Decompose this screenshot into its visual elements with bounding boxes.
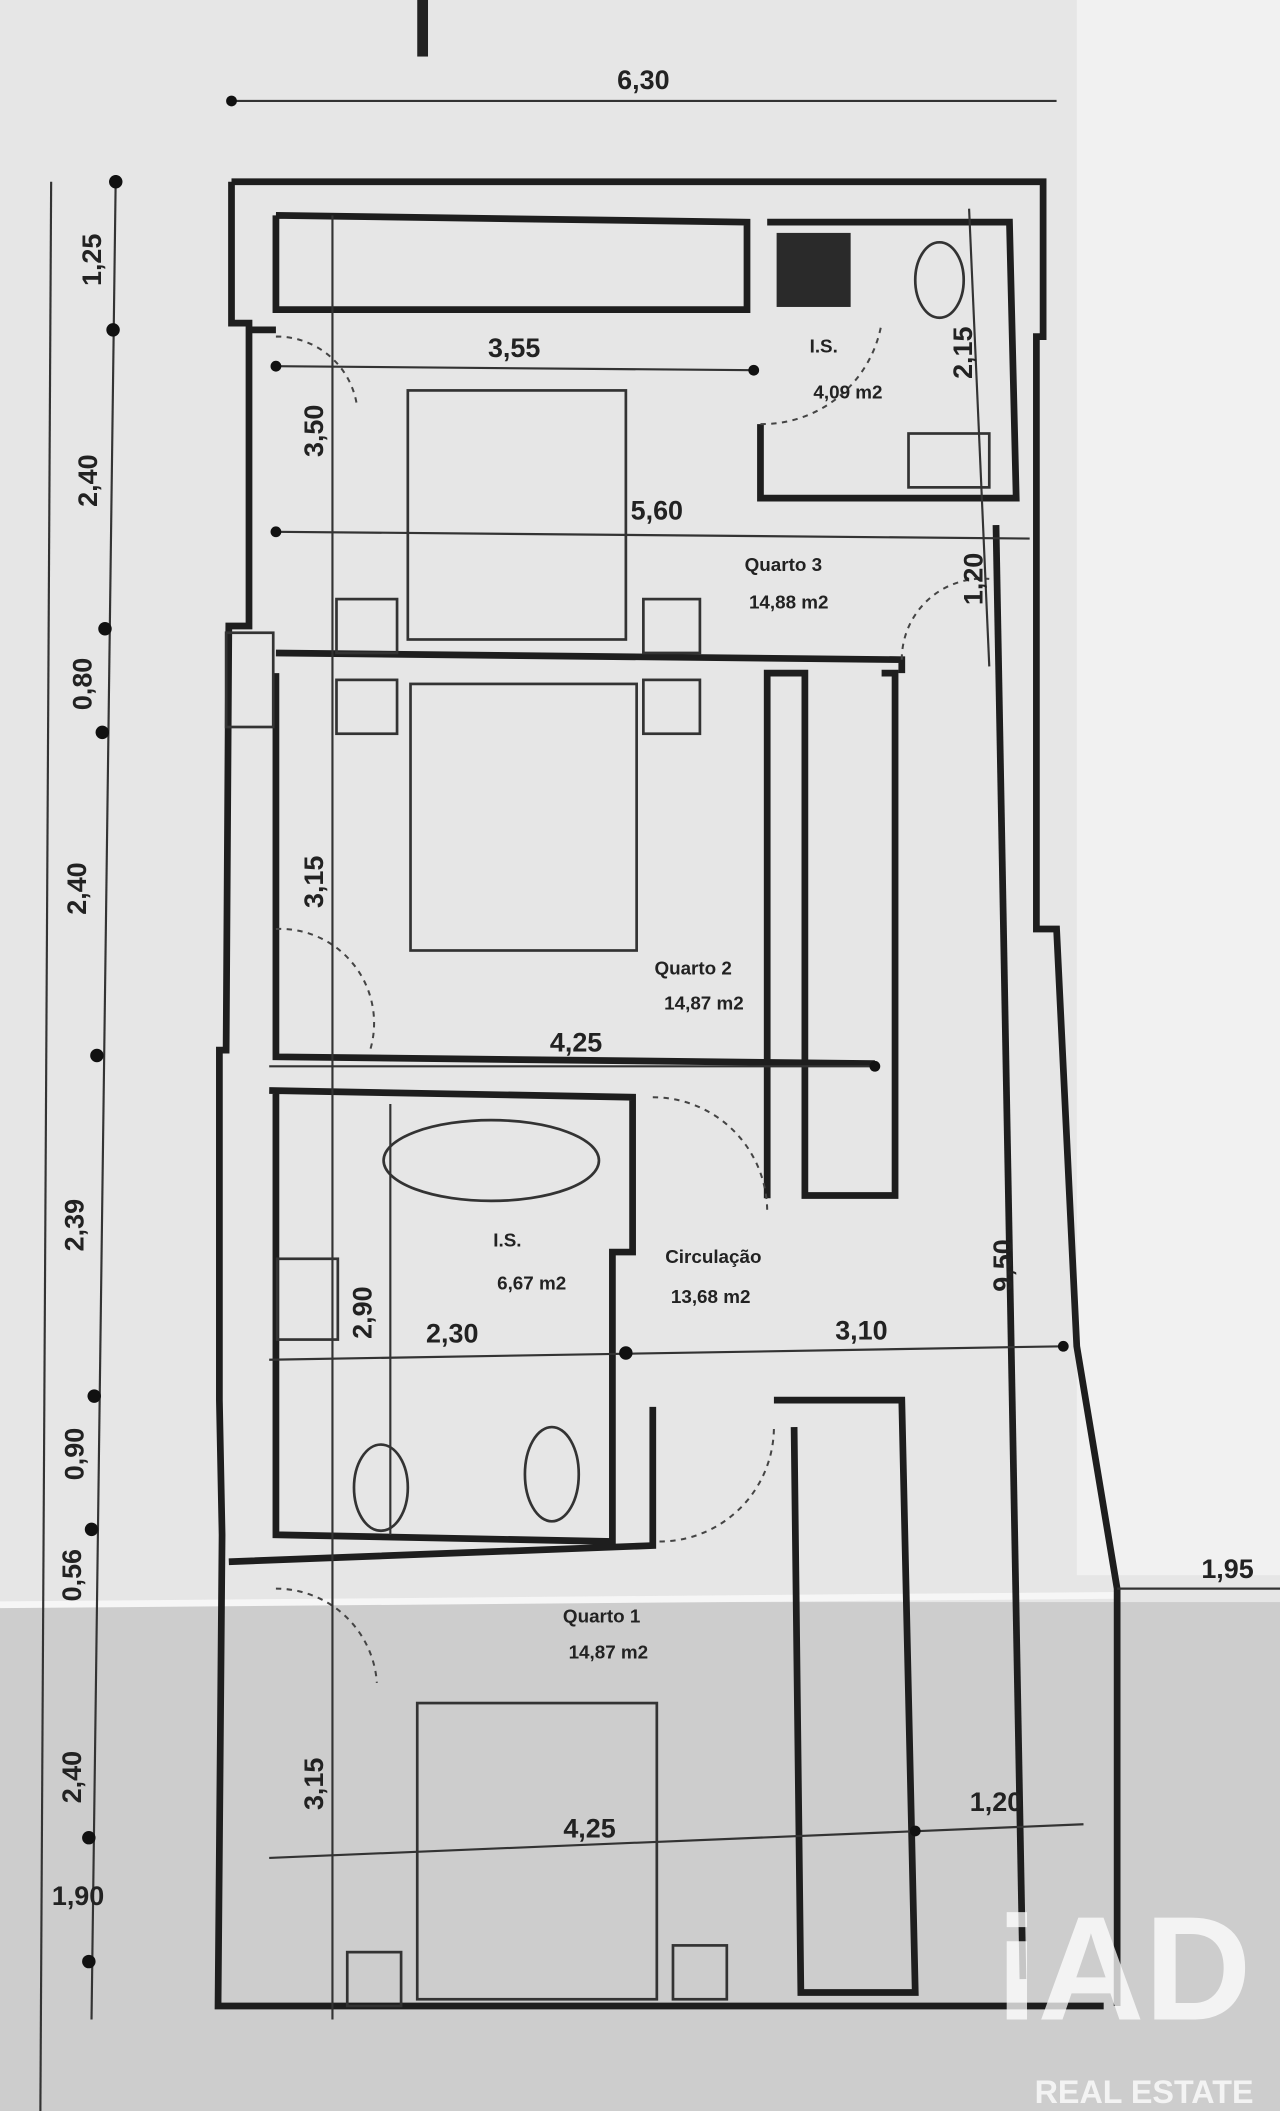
watermark-tagline: REAL ESTATE xyxy=(1035,2074,1254,2110)
dim-quarto3-width: 3,55 xyxy=(488,333,540,363)
room-quarto3-area: 14,88 m2 xyxy=(749,592,829,613)
bed-quarto-3 xyxy=(406,389,628,641)
room-is-small-name: I.S. xyxy=(810,336,838,357)
bathtub xyxy=(382,1118,601,1203)
dim-left-2: 2,40 xyxy=(73,454,103,506)
dim-overall-width: 6,30 xyxy=(617,65,669,95)
room-is-large-area: 6,67 m2 xyxy=(497,1273,566,1294)
nightstand xyxy=(335,597,399,655)
room-labels: I.S. 4,09 m2 Quarto 3 14,88 m2 Quarto 2 … xyxy=(493,336,882,1663)
room-is-large-name: I.S. xyxy=(493,1230,521,1251)
nightstand xyxy=(642,678,702,736)
paper-fold-right xyxy=(1076,0,1280,1576)
door-swing xyxy=(900,577,990,660)
dim-quarto1-width: 4,25 xyxy=(563,1814,615,1844)
dim-quarto1-depth: 3,15 xyxy=(299,1758,329,1810)
dim-left-6: 0,90 xyxy=(59,1428,89,1480)
dim-is-small-depth: 2,15 xyxy=(948,327,978,379)
dim-left-1: 1,25 xyxy=(77,234,107,286)
north-arrow-stem xyxy=(417,0,429,57)
dim-left-5: 2,39 xyxy=(59,1199,89,1251)
nightstand xyxy=(335,678,399,736)
room-quarto1-name: Quarto 1 xyxy=(563,1605,640,1626)
room-quarto3-name: Quarto 3 xyxy=(745,554,822,575)
room-quarto1-area: 14,87 m2 xyxy=(569,1642,649,1663)
room-circulacao-area: 13,68 m2 xyxy=(671,1286,751,1307)
toilet-small xyxy=(913,240,966,320)
sink-small xyxy=(907,432,991,489)
dim-left-8: 2,40 xyxy=(57,1751,87,1803)
room-is-small-area: 4,09 m2 xyxy=(813,382,882,403)
toilet-large xyxy=(523,1425,581,1523)
dim-is-large-depth: 2,90 xyxy=(347,1286,377,1338)
bidet xyxy=(352,1443,410,1533)
dim-quarto3-depth: 3,50 xyxy=(299,405,329,457)
dim-left-4: 2,40 xyxy=(62,862,92,914)
top-dimension: 6,30 xyxy=(226,65,1057,107)
nightstand xyxy=(642,597,702,655)
door-swing xyxy=(275,927,376,1051)
dim-left-3: 0,80 xyxy=(68,658,98,710)
room-quarto2-name: Quarto 2 xyxy=(654,958,731,979)
dim-is-large-width: 2,30 xyxy=(426,1318,478,1348)
dim-circ-width: 3,10 xyxy=(835,1316,887,1346)
door-swing xyxy=(275,335,358,405)
room-quarto2-area: 14,87 m2 xyxy=(664,993,744,1014)
furniture xyxy=(275,232,991,2001)
door-swing xyxy=(275,1587,378,1683)
dim-right-outside: 1,95 xyxy=(1201,1554,1253,1584)
dim-circ-length: 9,50 xyxy=(988,1239,1018,1291)
dim-quarto2-depth: 3,15 xyxy=(299,856,329,908)
dim-door-lower: 1,20 xyxy=(970,1787,1022,1817)
iad-watermark-logo: iAD REAL ESTATE xyxy=(996,1886,1253,2109)
interior-dimensions: 3,55 3,50 5,60 2,15 1,20 3,15 4,25 2,90 … xyxy=(269,208,1280,2020)
paper-edge xyxy=(0,1592,1118,1609)
dim-door-upper: 1,20 xyxy=(959,553,989,605)
room-circulacao-name: Circulação xyxy=(665,1246,761,1267)
dim-left-9: 1,90 xyxy=(52,1881,104,1911)
shower-tray xyxy=(776,232,851,307)
door-swing xyxy=(659,1427,775,1543)
dim-upper-length: 5,60 xyxy=(631,496,683,526)
dim-left-7: 0,56 xyxy=(57,1549,87,1601)
left-dimension-chain: 1,25 2,40 0,80 2,40 2,39 0,90 0,56 2,40 … xyxy=(39,175,123,2111)
bed-quarto-2 xyxy=(409,682,638,952)
paper-lower-sheet xyxy=(0,1602,1280,2111)
sink-large xyxy=(275,1257,340,1341)
dim-quarto2-width: 4,25 xyxy=(550,1027,602,1057)
walls xyxy=(214,178,1121,2010)
watermark-logo: iAD xyxy=(996,1886,1251,2051)
door-swing xyxy=(652,1096,769,1212)
door-swing xyxy=(760,322,883,426)
